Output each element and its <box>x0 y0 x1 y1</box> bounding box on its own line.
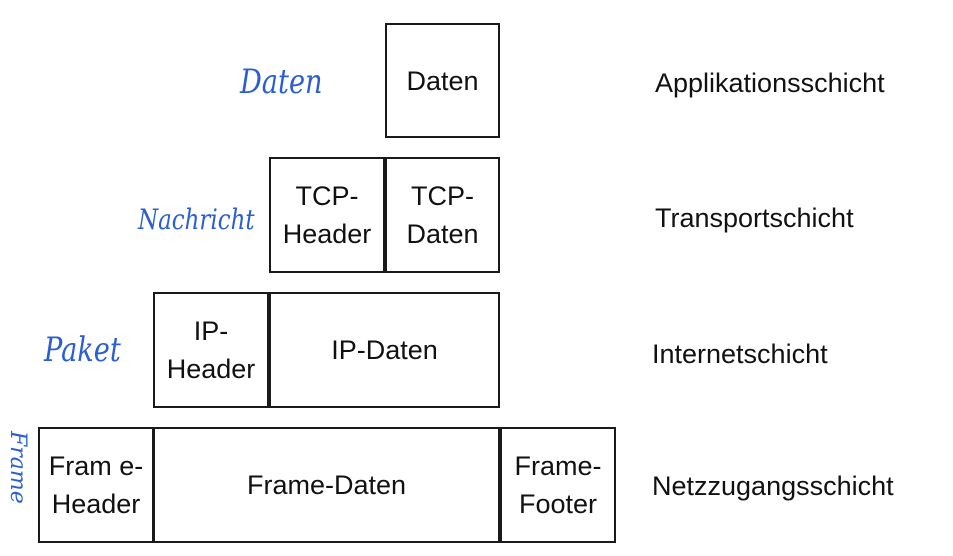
frame-header-line2: Header <box>51 489 141 519</box>
handwritten-label-nachricht: Nachricht <box>138 203 255 236</box>
ip-header-line2: Header <box>166 354 256 384</box>
frame-header-box: Fram e- Header <box>38 427 154 543</box>
frame-header-line1: Fram e- <box>48 451 144 481</box>
ip-header-line1: IP- <box>193 316 229 346</box>
ip-header-box: IP- Header <box>153 292 269 408</box>
layer-label-internet: Internetschicht <box>652 339 828 369</box>
app-data-box: Daten <box>385 23 500 138</box>
tcp-data-line2: Daten <box>406 219 479 249</box>
tcp-header-line1: TCP- <box>295 181 359 211</box>
ip-data-box: IP-Daten <box>269 292 500 408</box>
ip-data-label: IP-Daten <box>331 335 438 365</box>
tcp-data-box: TCP- Daten <box>385 157 500 273</box>
frame-data-box: Frame-Daten <box>153 427 500 543</box>
layer-label-transport: Transportschicht <box>655 203 854 233</box>
handwritten-label-paket: Paket <box>44 330 121 370</box>
handwritten-label-frame: Frame <box>5 431 30 504</box>
app-data-label: Daten <box>406 65 479 96</box>
tcp-data-line1: TCP- <box>411 181 474 211</box>
frame-footer-line1: Frame- <box>514 451 602 481</box>
tcp-header-line2: Header <box>282 219 372 249</box>
frame-footer-box: Frame- Footer <box>500 427 616 543</box>
layer-label-network-access: Netzzugangsschicht <box>652 471 894 501</box>
handwritten-label-daten: Daten <box>240 62 323 102</box>
frame-data-label: Frame-Daten <box>246 470 407 500</box>
frame-footer-line2: Footer <box>518 489 598 519</box>
tcp-header-box: TCP- Header <box>269 157 385 273</box>
layer-label-application: Applikationsschicht <box>655 68 885 98</box>
